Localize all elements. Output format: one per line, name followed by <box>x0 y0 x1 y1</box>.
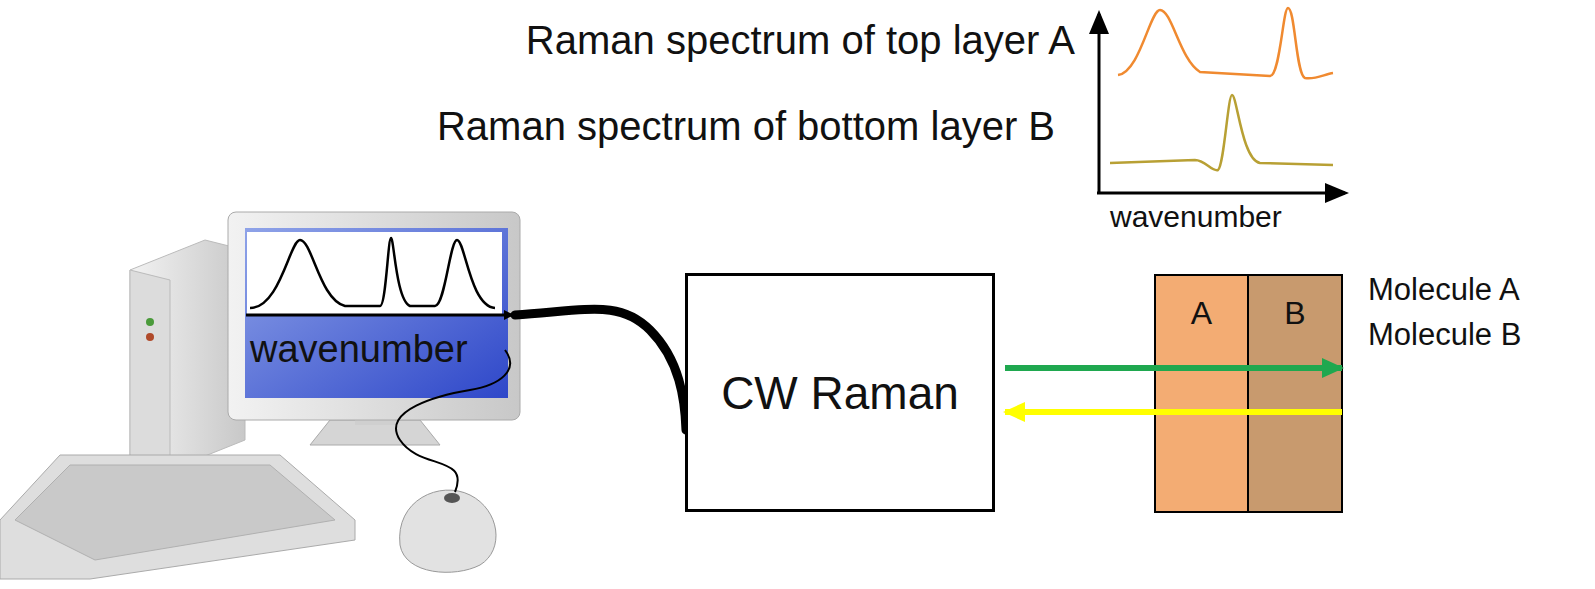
text-label: Molecule B <box>1368 317 1521 353</box>
beam-arrow <box>1005 365 1342 371</box>
sample-layer: B <box>1248 275 1342 512</box>
sample-layer: A <box>1155 275 1248 512</box>
node-text: A <box>1191 295 1212 332</box>
text-label: wavenumber <box>1110 200 1282 234</box>
beam-arrow <box>1005 409 1342 415</box>
text-label: Raman spectrum of top layer A <box>526 18 1075 63</box>
spectrum-chart <box>1097 8 1345 193</box>
cable <box>515 309 686 430</box>
node-text: CW Raman <box>721 366 959 420</box>
mouse <box>396 350 510 572</box>
node-text: B <box>1284 295 1305 332</box>
monitor <box>228 212 520 445</box>
keyboard <box>0 455 355 579</box>
layer-a-fill <box>1155 275 1248 512</box>
text-label: wavenumber <box>250 328 468 371</box>
layer-b-fill <box>1248 275 1342 512</box>
text-label: Raman spectrum of bottom layer B <box>437 104 1055 149</box>
text-label: Molecule A <box>1368 272 1520 308</box>
instrument-box: CW Raman <box>685 273 995 512</box>
